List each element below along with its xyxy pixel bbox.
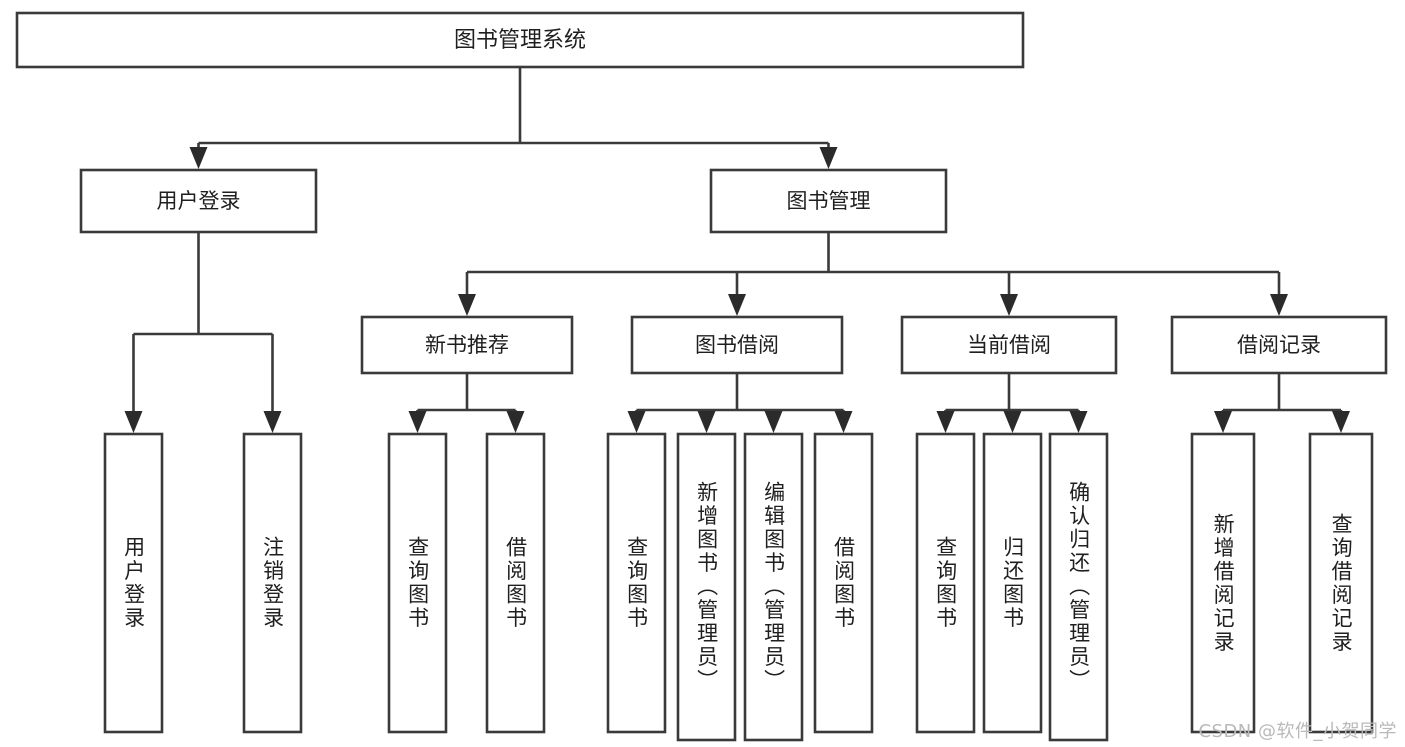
node-box-leaf-confirm-return [1048, 432, 1109, 742]
arrow-head-icon [189, 147, 208, 169]
node-box-leaf-logout [242, 432, 303, 734]
node-box-leaf-query-book-1 [387, 432, 448, 734]
arrow-head-icon [697, 411, 716, 433]
node-box-root [15, 11, 1025, 69]
arrow-head-icon [1332, 411, 1350, 433]
node-box-leaf-borrow-book-2 [813, 432, 874, 734]
node-box-user-login [79, 168, 318, 234]
node-box-current-borrow [900, 315, 1118, 375]
node-box-leaf-edit-book [743, 432, 804, 742]
connector-layer [124, 67, 1350, 433]
arrow-head-icon [458, 294, 476, 316]
node-box-leaf-add-book [676, 432, 737, 742]
node-label-root: 图书管理系统 [454, 28, 586, 53]
node-box-layer [15, 11, 1388, 742]
node-label-book-borrow: 图书借阅 [695, 333, 779, 357]
arrow-head-icon [819, 147, 838, 169]
node-label-borrow-record: 借阅记录 [1237, 333, 1321, 357]
arrow-head-icon [1069, 411, 1088, 433]
node-box-leaf-add-record [1190, 432, 1256, 734]
arrow-head-icon [124, 411, 143, 433]
arrow-head-icon [834, 411, 853, 433]
node-label-current-borrow: 当前借阅 [967, 333, 1051, 357]
arrow-head-icon [936, 411, 955, 433]
watermark: CSDN @软件_小贺同学 [1198, 721, 1397, 742]
node-label-new-book-rec: 新书推荐 [425, 333, 509, 357]
node-label-book-manage: 图书管理 [787, 189, 871, 213]
arrow-head-icon [627, 411, 646, 433]
node-box-book-borrow [630, 315, 844, 375]
arrow-head-icon [1270, 294, 1288, 316]
node-box-leaf-return-book [982, 432, 1043, 734]
node-box-book-manage [709, 168, 948, 234]
arrow-head-icon [1000, 294, 1018, 316]
node-box-leaf-query-book-2 [606, 432, 667, 734]
node-box-leaf-query-record [1308, 432, 1374, 734]
node-box-leaf-user-login [103, 432, 164, 734]
node-box-new-book-rec [360, 315, 574, 375]
node-box-borrow-record [1170, 315, 1388, 375]
arrow-head-icon [263, 411, 282, 433]
node-label-user-login: 用户登录 [157, 189, 241, 213]
node-box-leaf-query-book-3 [915, 432, 976, 734]
arrow-head-icon [1214, 411, 1232, 433]
arrow-head-icon [408, 411, 427, 433]
arrow-head-icon [1003, 411, 1022, 433]
arrow-head-icon [506, 411, 525, 433]
node-box-leaf-borrow-book-1 [485, 432, 546, 734]
arrow-head-icon [764, 411, 783, 433]
arrow-head-icon [728, 294, 746, 316]
